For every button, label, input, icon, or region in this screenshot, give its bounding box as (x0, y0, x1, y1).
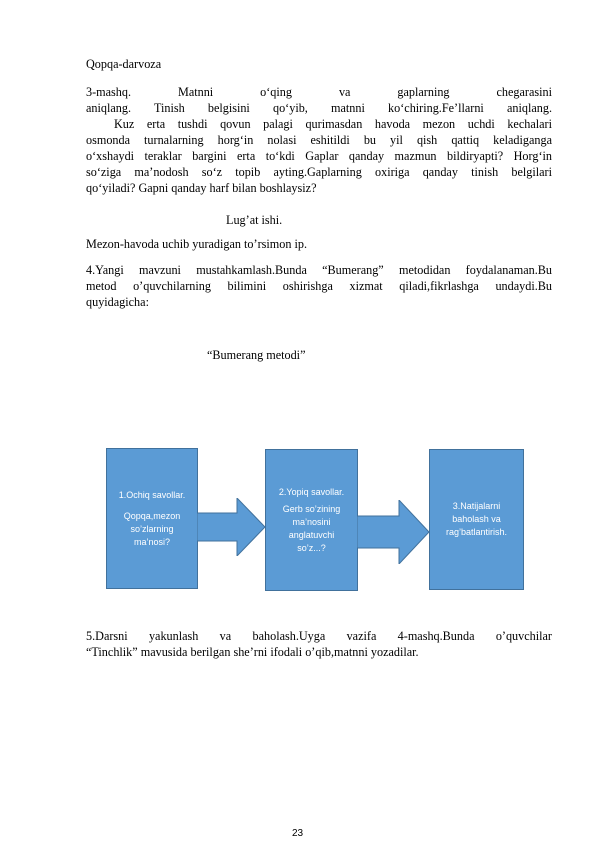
box2-line-5: so’z...? (297, 542, 326, 553)
task3-line-5: o‘xshaydi teraklar bargini erta to‘kdi G… (86, 149, 552, 163)
task5-line-1: 5.Darsni yakunlash va baholash.Uyga vazi… (86, 629, 552, 643)
box1-line-3: so’zlarning (130, 523, 174, 534)
box1-line-2: Qopqa,mezon (123, 510, 181, 521)
task3-line-1: 3-mashq. Matnni o‘qing va gaplarning che… (86, 85, 552, 99)
method-title: “Bumerang metodi” (207, 348, 306, 362)
box3-line-3: rag’batlantirish. (445, 527, 508, 537)
task4-line-2: metod o’quvchilarning bilimini oshirishg… (86, 279, 552, 293)
task4-line-3: quyidagicha: (86, 295, 149, 309)
task3-line-2: aniqlang. Tinish belgisini qo‘yib, matnn… (86, 101, 552, 115)
box3-line-1: 3.Natijalarni (452, 501, 501, 511)
task3-line-7: qo‘yiladi? Gapni qanday harf bilan boshl… (86, 181, 317, 195)
task3-line-3: Kuz erta tushdi qovun palagi qurimasdan … (114, 117, 552, 131)
task4-line-1: 4.Yangi mavzuni mustahkamlash.Bunda “Bum… (86, 263, 552, 277)
box2-line-3: ma’nosini (292, 516, 331, 527)
arrow-right-icon (357, 500, 430, 564)
box3-line-2: baholash va (452, 514, 501, 524)
lugat-title: Lug’at ishi. (226, 213, 283, 227)
heading: Qopqa-darvoza (86, 57, 162, 71)
diagram-box-closed-questions: 2.Yopiq savollar. Gerb so’zining ma’nosi… (265, 449, 358, 591)
task5-line-2: “Tinchlik” mavusida berilgan she’rni ifo… (86, 645, 419, 659)
box1-line-1: 1.Ochiq savollar. (118, 489, 186, 500)
diagram-box-evaluation: 3.Natijalarni baholash va rag’batlantiri… (429, 449, 524, 590)
box2-line-1: 2.Yopiq savollar. (278, 486, 345, 497)
box2-line-4: anglatuvchi (288, 529, 335, 540)
task3-line-6: so‘ziga ma’nodosh so‘z topib ayting.Gapl… (86, 165, 552, 179)
box1-line-4: ma’nosi? (133, 536, 171, 547)
page-number: 23 (291, 828, 304, 839)
box2-line-2: Gerb so’zining (282, 503, 341, 514)
lugat-text: Mezon-havoda uchib yuradigan to’rsimon i… (86, 237, 308, 251)
arrow-right-icon (197, 498, 266, 556)
diagram-box-open-questions: 1.Ochiq savollar. Qopqa,mezon so’zlarnin… (106, 448, 198, 589)
task3-line-4: osmonda turnalarning horg‘in nolasi eshi… (86, 133, 552, 147)
